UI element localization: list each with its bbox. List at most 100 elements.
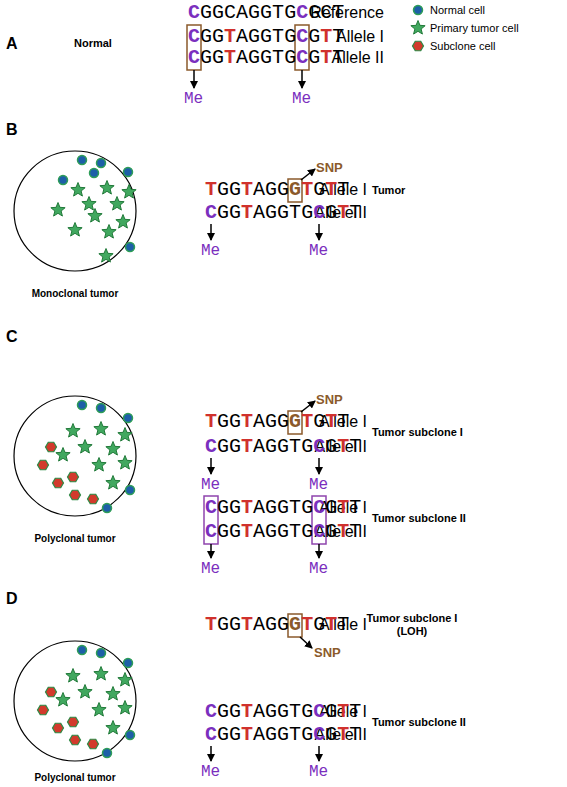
panel-letter: B [6,120,18,140]
tumor-cell [66,424,80,438]
tumor-cell [106,721,120,735]
normal-cell [124,659,133,668]
snp-box [288,411,302,434]
subclone-cell [46,687,57,697]
methyl-arrow [193,70,195,88]
cpg-box [187,25,201,70]
tumor-cell [106,687,120,701]
tumor-caption: Polyclonal tumor [0,772,157,784]
normal-cell [124,168,133,177]
methyl-mark: Me [309,559,328,579]
tumor-cell [56,448,70,462]
subclone-cell [38,460,49,470]
tumor-boundary [14,151,136,271]
normal-cell [97,404,106,413]
methyl-arrow [210,224,212,240]
normal-cell [78,401,87,410]
methyl-arrow [318,458,320,474]
sequence: CGGTAGGTGCGTT [205,702,361,722]
sample-label: Tumor subclone I (LOH) [362,612,462,638]
methyl-arrow [318,224,320,240]
methyl-mark: Me [201,475,220,495]
sequence: TGGTAGGGTGTT [205,615,349,635]
normal-cell [414,6,423,15]
legend-text: Normal cell [430,3,485,17]
methyl-mark: Me [201,762,220,782]
tumor-circle: Monoclonal tumor [13,150,137,272]
tumor-cell [122,185,136,199]
sample-label: Tumor subclone II [372,716,466,729]
tumor-outline [13,150,137,272]
tumor-cell [92,703,106,717]
tumor-cell [51,203,65,217]
methyl-mark: Me [201,241,220,261]
normal-cell [59,176,68,185]
tumor-cell [118,701,132,715]
tumor-cell [106,442,120,456]
methyl-mark: Me [309,762,328,782]
methyl-mark: Me [292,89,311,109]
tumor-boundary [14,641,136,761]
snp-box [288,179,302,202]
tumor-outline [13,640,137,762]
normal-cell [97,649,106,658]
snp-label: SNP [316,390,343,410]
subclone-cell [53,723,64,733]
methyl-arrow [318,746,320,761]
snp-label: SNP [316,158,343,178]
tumor-outline [13,395,137,517]
methyl-arrow [210,458,212,474]
legend-swatch [410,20,426,36]
sequence: CGGTAGGTGCGTT [205,522,361,542]
subclone-cell [70,735,81,745]
legend-text: Primary tumor cell [430,21,519,35]
sample-label: Tumor subclone II [372,512,466,525]
tumor-caption: Polyclonal tumor [0,533,157,545]
subclone-cell [88,739,99,749]
tumor-cell [99,249,113,263]
subclone-cell [68,472,79,482]
snp-arrow [300,637,312,648]
tumor-cell [411,21,425,35]
panel-letter: A [6,34,18,54]
normal-cell [124,414,133,423]
sample-label: Tumor subclone I [372,426,463,439]
tumor-boundary [14,396,136,516]
cpg-box [295,25,309,70]
methyl-arrow [301,70,303,88]
tumor-cell [118,673,132,687]
tumor-cell [78,440,92,454]
methyl-arrow [210,544,212,558]
tumor-cell [110,197,124,211]
normal-cell [126,486,135,495]
tumor-cell [94,667,108,681]
tumor-caption: Monoclonal tumor [0,288,157,300]
tumor-cell [56,693,70,707]
legend-swatch [410,2,426,18]
tumor-cell [116,215,130,229]
normal-cell [126,731,135,740]
tumor-cell [66,669,80,683]
legend-swatch [410,38,426,54]
snp-box [288,614,302,637]
tumor-circle: Polyclonal tumor [13,640,137,762]
tumor-cell [102,225,116,239]
tumor-cell [71,183,85,197]
legend-text: Subclone cell [430,39,495,53]
tumor-cell [94,422,108,436]
normal-cell [97,159,106,168]
subclone-cell [70,490,81,500]
normal-cell [90,169,99,178]
normal-cell [78,646,87,655]
tumor-cell [78,685,92,699]
snp-label: SNP [314,643,341,663]
methyl-mark: Me [201,559,220,579]
tumor-cell [106,476,120,490]
cpg-box [204,496,218,544]
methyl-arrow [210,746,212,761]
sequence: CGGTAGGTGCGTT [188,27,344,47]
sequence: CGGTAGGTGCGTT [205,498,361,518]
sequence: TGGTAGGGTGTT [205,412,349,432]
normal-cell [126,243,135,252]
normal-cell [103,504,112,513]
